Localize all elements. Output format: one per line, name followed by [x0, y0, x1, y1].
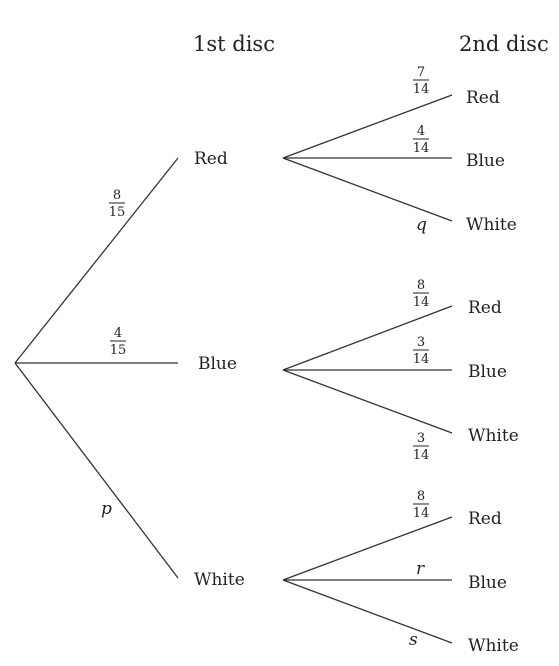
prob-numerator: 3 — [417, 335, 425, 350]
prob-numerator: 8 — [417, 489, 425, 504]
prob-denominator: 14 — [413, 506, 430, 521]
node-red-white: White — [466, 215, 517, 235]
prob-denominator: 14 — [413, 141, 430, 156]
prob-white-blue: r — [416, 559, 425, 579]
prob-denominator: 15 — [109, 205, 126, 220]
prob-numerator: 4 — [114, 326, 122, 341]
prob-red-blue: 4 14 — [413, 124, 430, 156]
branch-root-red — [14, 157, 179, 364]
node-blue-white: White — [468, 426, 519, 446]
prob-first-white: p — [101, 499, 112, 519]
prob-numerator: 3 — [417, 431, 425, 446]
prob-red-red: 7 14 — [413, 65, 430, 97]
node-blue-blue: Blue — [468, 362, 507, 382]
node-first-blue: Blue — [198, 354, 237, 374]
branch-red-white — [282, 157, 453, 222]
node-white-blue: Blue — [468, 573, 507, 593]
prob-denominator: 14 — [413, 82, 430, 97]
prob-red-white: q — [416, 215, 427, 235]
prob-white-white: s — [409, 630, 418, 650]
prob-numerator: 8 — [417, 278, 425, 293]
node-red-red: Red — [466, 88, 500, 108]
node-blue-red: Red — [468, 298, 502, 318]
prob-denominator: 15 — [110, 343, 127, 358]
branch-white-white — [282, 579, 453, 644]
prob-blue-red: 8 14 — [413, 278, 430, 310]
node-white-red: Red — [468, 509, 502, 529]
branch-white-red — [282, 516, 453, 581]
prob-numerator: 8 — [113, 188, 121, 203]
branch-red-red — [282, 94, 453, 159]
node-first-red: Red — [194, 149, 228, 169]
prob-first-red: 8 15 — [109, 188, 126, 220]
node-first-white: White — [194, 570, 245, 590]
node-red-blue: Blue — [466, 151, 505, 171]
prob-blue-white: 3 14 — [413, 431, 430, 463]
prob-blue-blue: 3 14 — [413, 335, 430, 367]
second-disc-header: 2nd disc — [459, 32, 549, 56]
node-white-white: White — [468, 636, 519, 656]
first-disc-header: 1st disc — [193, 32, 275, 56]
prob-numerator: 7 — [417, 65, 425, 80]
prob-denominator: 14 — [413, 352, 430, 367]
branch-blue-red — [282, 305, 453, 371]
prob-denominator: 14 — [413, 295, 430, 310]
branch-root-white — [14, 362, 179, 579]
prob-numerator: 4 — [417, 124, 425, 139]
prob-first-blue: 4 15 — [110, 326, 127, 358]
prob-white-red: 8 14 — [413, 489, 430, 521]
prob-denominator: 14 — [413, 448, 430, 463]
branch-blue-white — [282, 369, 453, 434]
